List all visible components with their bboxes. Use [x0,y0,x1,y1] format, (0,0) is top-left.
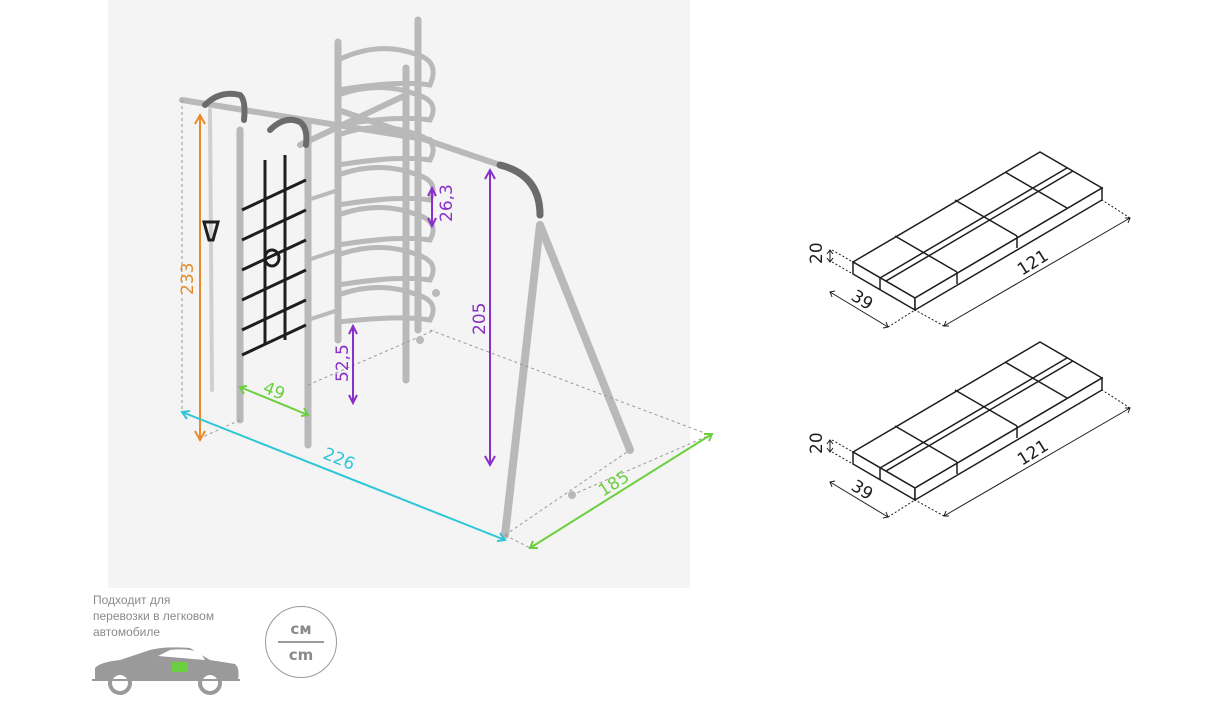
gym-ring-icon [263,248,281,268]
units-badge: см cm [265,606,337,678]
transport-note-line: автомобиле [93,625,160,639]
package-width-label: 39 [847,286,876,314]
transport-note: Подходит для перевозки в легковом автомо… [93,592,253,640]
dim-49 [238,385,310,417]
climbing-frame [179,16,634,539]
dim-52-5 [348,323,358,406]
unit-divider [278,641,324,643]
car-icon [92,647,240,695]
dim-226 [180,410,507,542]
unit-label-top: см [290,620,312,639]
package-height-label: 20 [807,432,827,454]
package-width-label: 39 [847,476,876,504]
package-height-label: 20 [807,242,827,264]
dim-label-205: 205 [470,303,490,335]
unit-label-bottom: cm [288,645,314,664]
dim-label-52-5: 52,5 [333,344,353,382]
package-dims [826,199,1131,329]
transport-note-line: перевозки в легковом [93,609,215,623]
gym-ring-icon [202,220,220,242]
dim-233 [194,112,206,443]
package-box [851,151,1104,312]
package-length-label: 121 [1014,436,1052,470]
dim-26-3 [427,185,437,229]
package-box [851,341,1104,502]
dim-label-26-3: 26,3 [437,184,457,222]
dim-185 [528,433,714,549]
dim-label-233: 233 [178,263,198,295]
dim-205 [484,167,496,468]
climbing-net [241,155,307,357]
transport-note-line: Подходит для [93,593,171,607]
ground-guides [181,100,711,549]
package-dims [826,389,1131,519]
package-length-label: 121 [1014,246,1052,280]
